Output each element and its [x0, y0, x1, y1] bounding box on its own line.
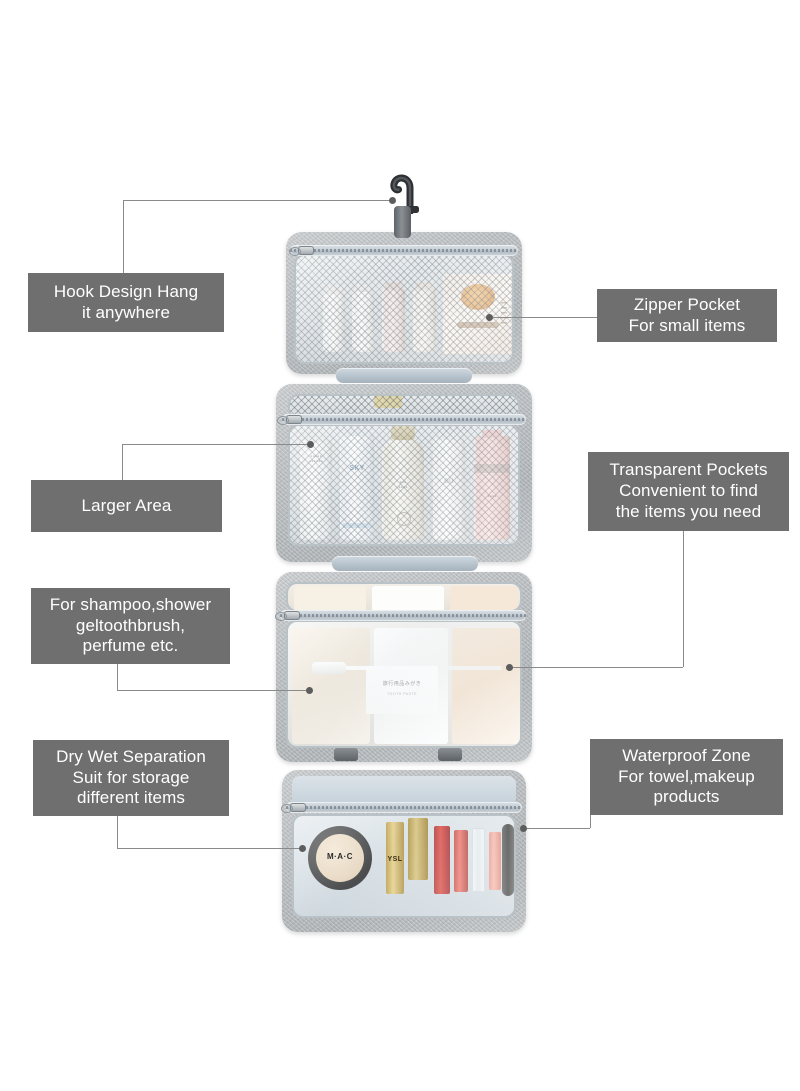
callout-waterproof-zone[interactable]: Waterproof Zone For towel,makeup product…: [590, 739, 783, 815]
leader-line-transparent-pockets-h: [509, 667, 683, 668]
leader-dot-waterproof: [520, 825, 527, 832]
leader-line-for-shampoo-v: [117, 664, 118, 690]
leader-line-larger-area-h: [122, 444, 311, 445]
callout-zipper-pocket-text: Zipper Pocket For small items: [628, 294, 746, 335]
lotion-bottle: SKY: [340, 434, 374, 540]
panel-pull-tab[interactable]: [438, 748, 462, 761]
towel: [294, 586, 366, 610]
top-panel-pocket-window: [294, 254, 514, 364]
bottom-panel-zipper: [286, 802, 522, 813]
bottle-label-text: ●●●●●●●●●●●: [309, 454, 323, 464]
leader-line-dry-wet-v: [117, 816, 118, 848]
travel-bottle: [352, 290, 374, 352]
bottle-label-text: ●●●●: [487, 494, 497, 498]
leader-line-hook-design-v: [123, 200, 124, 273]
towel: [372, 586, 444, 610]
transparent-panel-zipper: [280, 610, 526, 621]
red-lipstick: [454, 830, 468, 892]
white-bottle: GU: [433, 438, 465, 540]
large-mesh-pocket-window: ●●●●●●●●●●● SKY ●●●●●●● GU ●●●●: [288, 424, 520, 546]
travel-bottle-cap: [416, 282, 433, 290]
large-cream-bottle: ●●●●●●●: [382, 438, 424, 540]
bottle-label-text: SKY: [349, 465, 365, 472]
leader-dot-larger-area: [307, 441, 314, 448]
large-cream-bottle-cap: [391, 426, 415, 440]
leader-line-dry-wet-h: [117, 848, 302, 849]
product-image: ●●●●●●●●●●● SKY ●●●●●●● GU ●●●●: [272, 162, 536, 940]
callout-for-shampoo-text: For shampoo,shower geltoothbrush, perfum…: [49, 594, 212, 656]
bottle-label-text: GU: [444, 479, 454, 485]
large-panel-zipper-pull[interactable]: [277, 415, 302, 425]
bottom-panel-zipper-pull[interactable]: [281, 803, 306, 813]
callout-hook-design[interactable]: Hook Design Hang it anywhere: [28, 273, 224, 332]
callout-dry-wet-separation[interactable]: Dry Wet Separation Suit for storage diff…: [33, 740, 229, 816]
hook-strap: [394, 206, 411, 238]
leader-dot-for-shampoo: [306, 687, 313, 694]
callout-zipper-pocket[interactable]: Zipper Pocket For small items: [597, 289, 777, 342]
leader-line-hook-design-h: [123, 200, 391, 201]
callout-waterproof-zone-text: Waterproof Zone For towel,makeup product…: [618, 745, 755, 807]
leader-line-zipper-pocket-h: [489, 317, 597, 318]
leader-dot-zipper-pocket: [486, 314, 493, 321]
panel-handle[interactable]: [332, 556, 478, 571]
large-panel-zipper: [282, 414, 526, 425]
travel-bottle-cap: [385, 282, 402, 290]
leader-line-transparent-pockets-v: [683, 531, 684, 667]
towel: [450, 586, 518, 610]
panel-pull-tab[interactable]: [334, 748, 358, 761]
lotion-bottle-cap: [347, 428, 367, 436]
patterned-lipstick: [408, 818, 428, 880]
cosmetic-sachet: [443, 274, 511, 354]
panel-handle[interactable]: [336, 368, 472, 383]
pink-bottle-cap: [482, 430, 502, 438]
toiletry-packet: 旅行用品みがき TOOTH PASTE: [366, 666, 438, 714]
red-lipstick: [434, 826, 450, 894]
dark-cosmetic-tool: [502, 824, 514, 896]
bottle-label-text: ●●●●●●●: [398, 480, 408, 490]
callout-larger-area[interactable]: Larger Area: [31, 480, 222, 532]
travel-bottle: [382, 288, 405, 352]
white-bottle-cap: [439, 432, 459, 440]
callout-transparent-pockets-text: Transparent Pockets Convenient to find t…: [609, 460, 768, 521]
packet-text: 旅行用品みがき: [382, 681, 422, 687]
leader-line-waterproof-h: [523, 828, 590, 829]
travel-bottle: [323, 292, 345, 352]
leader-dot-hook-design: [389, 197, 396, 204]
towel: [452, 628, 520, 744]
transparent-panel-upper-strip: [286, 582, 522, 612]
compact-powder-inner: [316, 834, 364, 882]
transparent-pocket-window: 旅行用品みがき TOOTH PASTE: [286, 620, 522, 748]
callout-dry-wet-separation-text: Dry Wet Separation Suit for storage diff…: [56, 746, 206, 808]
leader-line-for-shampoo-h: [117, 690, 309, 691]
pink-blush-stick: [489, 832, 501, 890]
travel-bottle: [413, 288, 436, 352]
leader-dot-transparent-pockets: [506, 664, 513, 671]
callout-larger-area-text: Larger Area: [81, 495, 172, 515]
leader-line-larger-area-v: [122, 444, 123, 480]
towel: [292, 628, 370, 744]
callout-hook-design-text: Hook Design Hang it anywhere: [53, 281, 199, 322]
bottom-makeup-window: M·A·C YSL: [292, 814, 516, 918]
callout-for-shampoo[interactable]: For shampoo,shower geltoothbrush, perfum…: [31, 588, 230, 664]
pink-bottle: ●●●●: [474, 436, 510, 540]
travel-bottle-cap: [326, 286, 342, 294]
callout-transparent-pockets[interactable]: Transparent Pockets Convenient to find t…: [588, 452, 789, 531]
gold-lipstick: [386, 822, 404, 894]
lipstick-brand-label: YSL: [387, 856, 403, 863]
top-panel-zipper-pull[interactable]: [289, 246, 314, 256]
shampoo-bottle-cap: [306, 434, 326, 442]
shampoo-bottle: ●●●●●●●●●●●: [300, 440, 332, 540]
travel-bottle-cap: [355, 284, 371, 292]
clear-cosmetic-tube: [472, 828, 485, 892]
packet-subtext: TOOTH PASTE: [387, 692, 417, 696]
compact-brand-label: M·A·C: [326, 852, 354, 861]
leader-dot-dry-wet: [299, 845, 306, 852]
transparent-panel-zipper-pull[interactable]: [275, 611, 300, 621]
bottom-panel-lip: [292, 776, 516, 802]
top-panel-zipper: [290, 245, 518, 256]
